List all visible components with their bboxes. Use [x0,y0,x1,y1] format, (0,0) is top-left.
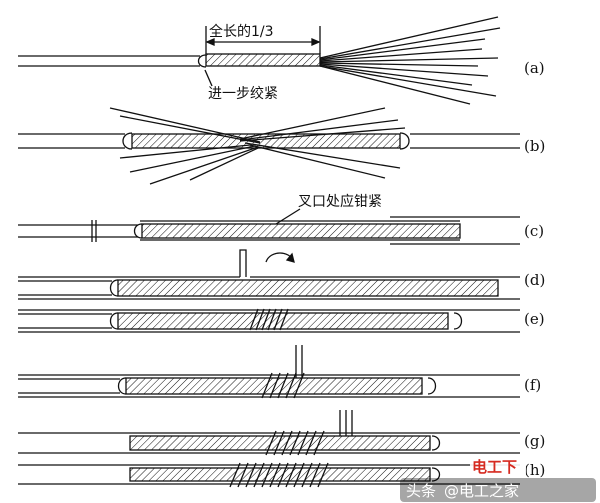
step-label-a: (a) [524,59,545,77]
step-e-drawing [18,308,520,333]
step-d-drawing [18,249,520,300]
step-label-b: (b) [524,137,545,155]
step-a-drawing [18,16,501,105]
step-c-drawing [18,208,520,245]
step-h-drawing [18,462,520,488]
step-b-drawing [18,107,520,185]
step-label-d: (d) [524,271,545,289]
step-label-f: (f) [524,376,541,394]
step-f-drawing [18,345,520,399]
length-third-annotation: 全长的1/3 [209,23,274,40]
twist-further-annotation: 进一步绞紧 [208,85,278,102]
step-label-e: (e) [524,310,545,328]
step-g-drawing [18,410,520,456]
step-label-c: (c) [524,222,544,240]
watermark-prefix: 头条 [406,482,436,500]
step-label-g: (g) [524,432,545,450]
watermark: 电工下 头条 @电工之家 [400,456,596,502]
step-label-h: (h) [524,461,545,479]
watermark-logo-text: 电工下 [472,458,517,476]
watermark-author: @电工之家 [444,482,519,500]
clamp-fork-annotation: 叉口处应钳紧 [298,193,382,210]
